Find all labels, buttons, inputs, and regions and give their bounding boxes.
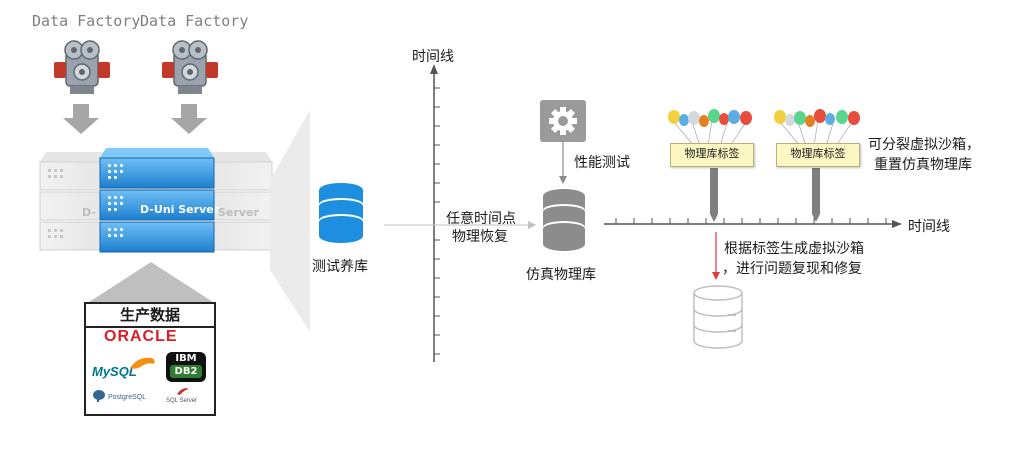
- server-stack: [39, 148, 273, 253]
- down-arrow-icon: [171, 104, 207, 134]
- database-icon: [693, 285, 743, 349]
- mysql-logo: MySQL: [92, 364, 137, 379]
- vertical-axis-label: 时间线: [412, 49, 454, 65]
- dolphin-icon: [130, 357, 155, 369]
- generate-text-line2: ，进行问题复现和修复: [722, 261, 862, 277]
- oracle-logo: ORACLE: [104, 328, 178, 345]
- generate-text-line1: 根据标签生成虚拟沙箱: [724, 241, 864, 257]
- engine-icon: [162, 40, 218, 94]
- recover-text-line1: 任意时间点: [446, 211, 516, 227]
- data-factory-label-2: Data Factory: [140, 12, 249, 30]
- recover-text-line2: 物理恢复: [452, 229, 508, 245]
- db2-text: DB2: [170, 365, 202, 378]
- postgresql-logo: PostgreSQL: [108, 394, 147, 401]
- data-factory-label-1: Data Factory: [32, 12, 141, 30]
- engine-icon: [54, 40, 110, 94]
- test-db-label: 测试养库: [312, 259, 368, 275]
- gear-icon: [540, 100, 586, 142]
- sim-db-label: 仿真物理库: [526, 267, 596, 283]
- balloon-icon: [774, 109, 860, 147]
- zoom-wedge: [270, 110, 310, 332]
- sqlserver-icon: [177, 388, 189, 395]
- elephant-icon: [93, 390, 105, 402]
- server-label-right: Server: [218, 206, 259, 219]
- server-label: D-Uni Server: [140, 203, 220, 216]
- physical-db-tag-1: 物理库标签: [670, 143, 754, 167]
- database-icon: [319, 183, 363, 243]
- up-triangle-icon: [86, 262, 216, 304]
- perf-test-label: 性能测试: [574, 155, 630, 171]
- down-arrow-icon: [63, 104, 99, 134]
- balloon-icon: [668, 109, 752, 147]
- horizontal-axis-label: 时间线: [908, 219, 950, 235]
- production-data-title: 生产数据: [86, 304, 214, 328]
- sqlserver-logo: SQL Server: [166, 398, 198, 404]
- sandbox-text-line1: 可分裂虚拟沙箱，: [868, 137, 980, 153]
- sandbox-text-line2: 重置仿真物理库: [874, 157, 972, 173]
- server-label-left: D-: [82, 206, 96, 219]
- physical-db-tag-2: 物理库标签: [776, 143, 860, 167]
- database-icon: [543, 189, 585, 251]
- ibm-db2-logo: IBM DB2: [166, 352, 206, 382]
- ibm-text: IBM: [175, 353, 197, 364]
